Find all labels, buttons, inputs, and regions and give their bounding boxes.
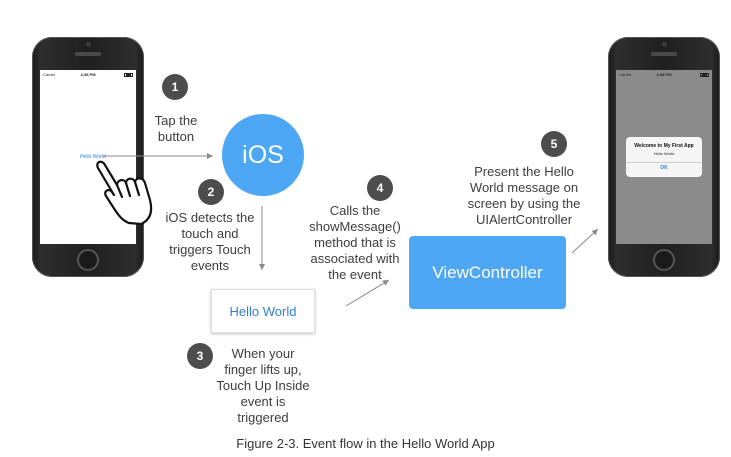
alert-ok-button[interactable]: OK: [660, 165, 668, 171]
step-2-line: events: [190, 258, 230, 273]
step-5-line: UIAlertController: [475, 212, 573, 227]
left-iphone: Carrier 4:38 PM Hello World: [32, 37, 144, 277]
step-3-label: When your finger lifts up, Touch Up Insi…: [208, 346, 318, 426]
step-1-line: button: [157, 129, 195, 144]
step-5-line: screen by using the: [467, 196, 581, 211]
step-2-badge: 2: [198, 179, 224, 205]
step-3-line: triggered: [237, 410, 289, 425]
hello-world-node: Hello World: [211, 289, 315, 333]
battery-icon: [700, 73, 709, 77]
step-2-line: touch and: [181, 226, 239, 241]
step-5-line: World message on: [469, 180, 579, 195]
camera-icon: [662, 42, 667, 47]
carrier-label: Carrier: [43, 72, 56, 77]
home-button: [77, 249, 99, 271]
earpiece: [75, 52, 101, 56]
step-1-label: Tap the button: [150, 113, 202, 145]
alert-title: Welcome to My First App: [634, 143, 694, 149]
ios-node: iOS: [222, 114, 304, 196]
arrow-hello-to-vc: [345, 279, 390, 307]
status-time: 4:38 PM: [656, 72, 672, 77]
status-bar: Carrier 4:38 PM: [616, 70, 712, 79]
step-3-line: Touch Up Inside: [216, 378, 310, 393]
status-time: 4:38 PM: [80, 72, 96, 77]
step-2-label: iOS detects the touch and triggers Touch…: [160, 210, 260, 274]
carrier-label: Carrier: [619, 72, 632, 77]
step-4-line: the event: [328, 267, 382, 282]
home-button: [653, 249, 675, 271]
camera-icon: [86, 42, 91, 47]
step-1-badge: 1: [162, 74, 188, 100]
step-3-badge: 3: [187, 343, 213, 369]
alert-message: Hello World: [653, 151, 675, 156]
step-2-line: iOS detects the: [165, 210, 255, 225]
step-3-line: finger lifts up,: [224, 362, 302, 377]
step-5-line: Present the Hello: [474, 164, 574, 179]
figure-caption: Figure 2-3. Event flow in the Hello Worl…: [236, 436, 495, 451]
view-controller-node: ViewController: [409, 236, 566, 309]
arrow-vc-to-phone: [571, 228, 599, 254]
hello-world-button[interactable]: Hello World: [80, 154, 106, 160]
earpiece: [651, 52, 677, 56]
step-1-line: Tap the: [154, 113, 198, 128]
right-iphone: Carrier 4:38 PM Welcome to My First App …: [608, 37, 720, 277]
status-bar: Carrier 4:38 PM: [40, 70, 136, 79]
step-5-badge: 5: [541, 131, 567, 157]
right-phone-screen: Carrier 4:38 PM Welcome to My First App …: [616, 70, 712, 244]
step-4-line: method that is: [314, 235, 396, 250]
alert-divider: [626, 162, 702, 163]
pointing-hand-icon: [96, 160, 153, 226]
step-4-badge: 4: [367, 175, 393, 201]
step-4-line: showMessage(): [309, 219, 401, 234]
battery-icon: [124, 73, 133, 77]
step-5-label: Present the Hello World message on scree…: [458, 164, 590, 228]
step-3-line: When your: [231, 346, 295, 361]
step-2-line: triggers Touch: [169, 242, 251, 257]
step-4-line: Calls the: [329, 203, 381, 218]
step-4-line: associated with: [310, 251, 400, 266]
step-3-line: event is: [240, 394, 286, 409]
step-4-label: Calls the showMessage() method that is a…: [300, 203, 410, 283]
alert-dialog: Welcome to My First App Hello World OK: [626, 137, 702, 177]
